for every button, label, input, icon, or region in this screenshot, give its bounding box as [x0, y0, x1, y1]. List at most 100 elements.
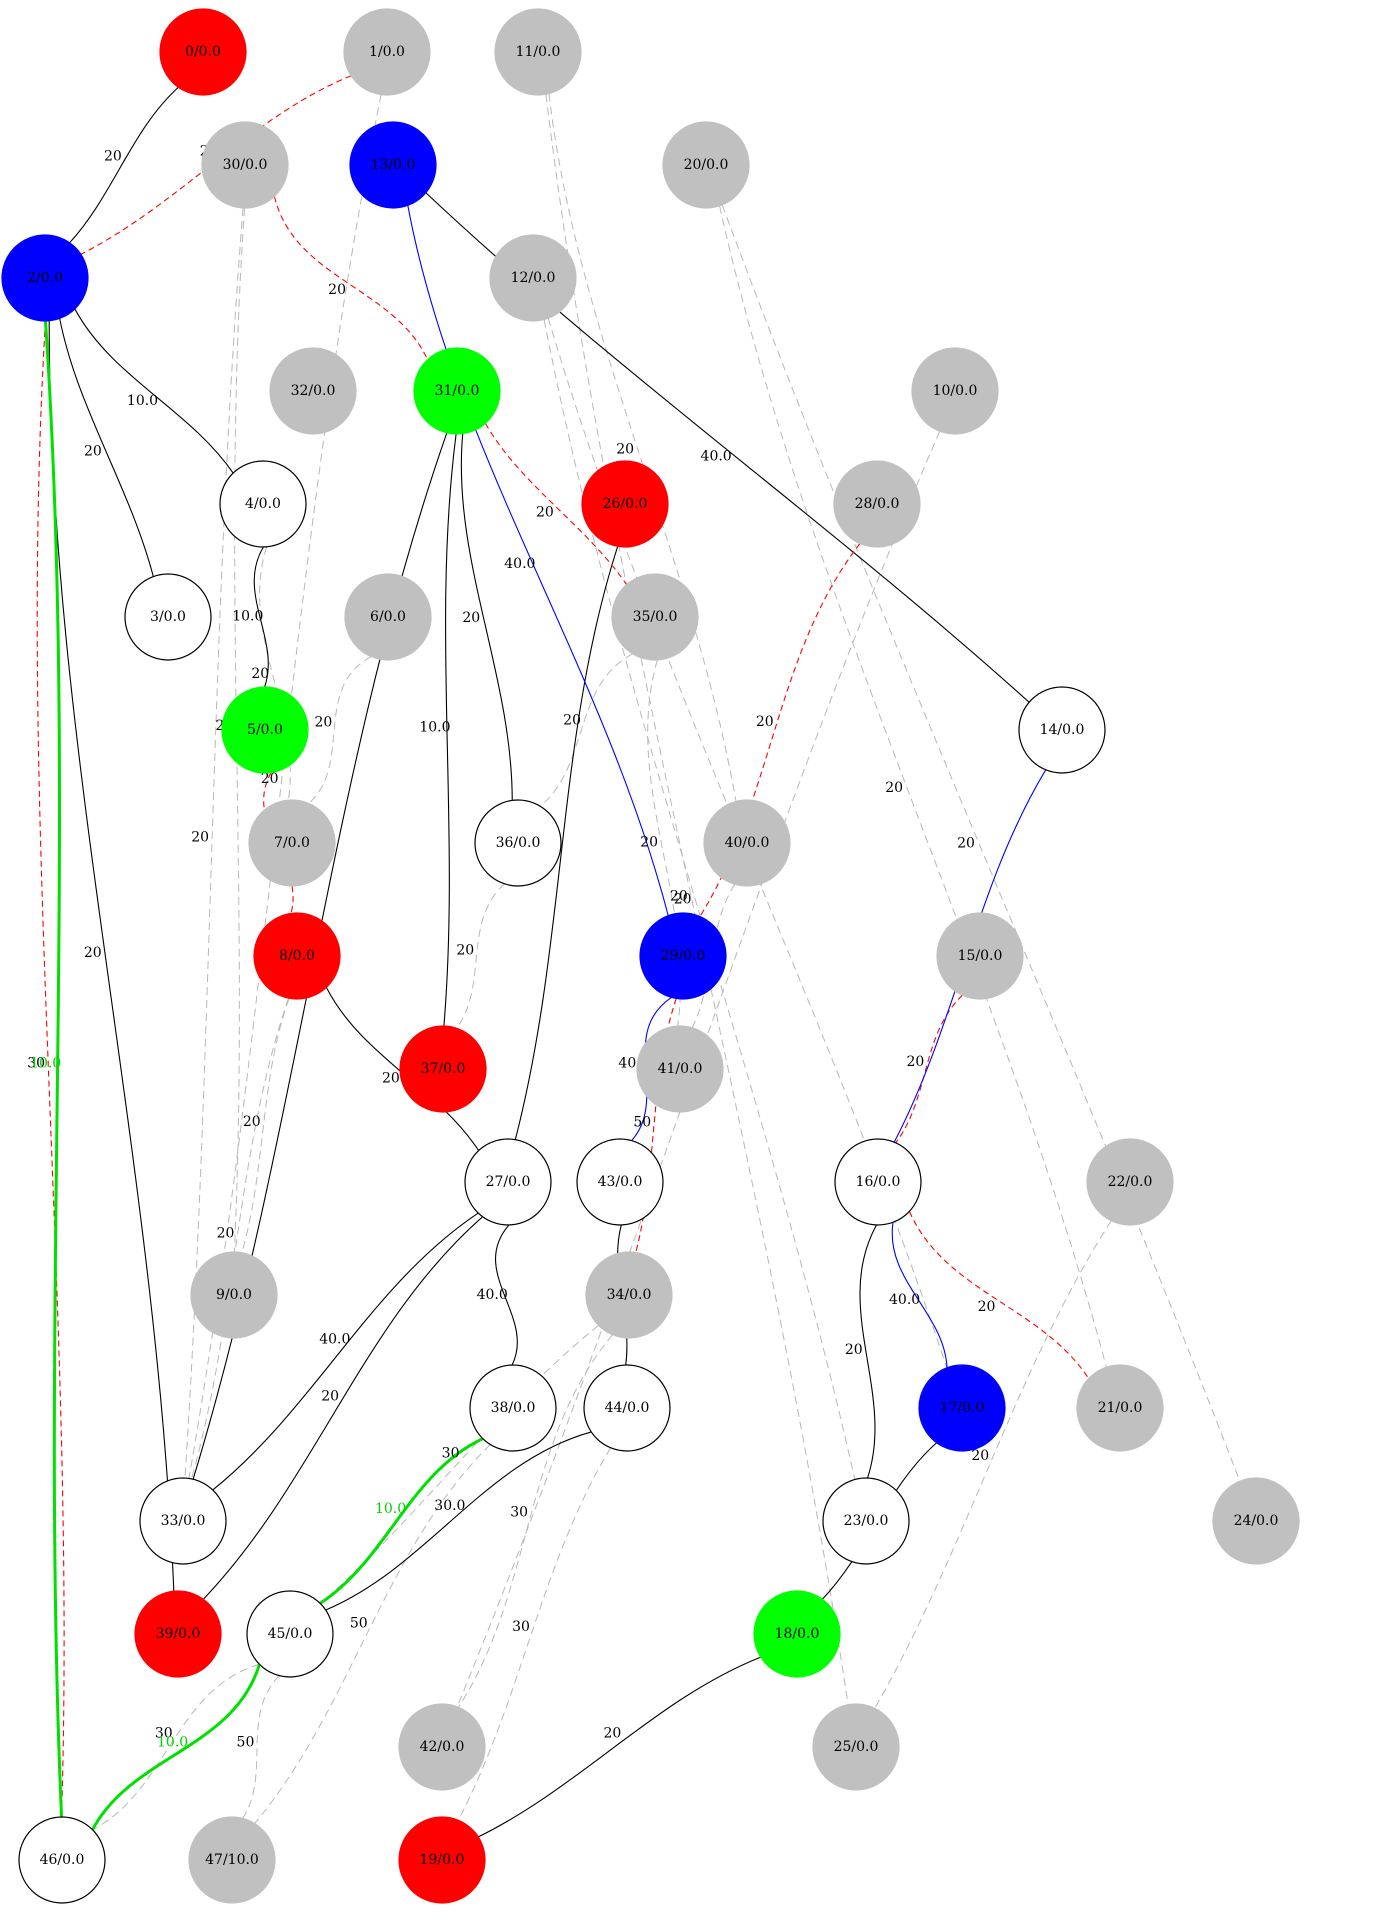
node-circle-47: [188, 1816, 276, 1904]
node-32[interactable]: 32/0.0: [269, 347, 357, 435]
edge-label-27-33: 40.0: [319, 1331, 350, 1347]
node-34[interactable]: 34/0.0: [585, 1251, 673, 1339]
node-8[interactable]: 8/0.0: [253, 912, 341, 1000]
node-circle-3: [124, 573, 212, 661]
node-circle-10: [911, 347, 999, 435]
node-20[interactable]: 20/0.0: [662, 121, 750, 209]
node-9[interactable]: 9/0.0: [190, 1251, 278, 1339]
edge-label-8-27: 20: [382, 1071, 400, 1087]
node-27[interactable]: 27/0.0: [464, 1138, 552, 1226]
node-label-40: 40/0.0: [725, 835, 770, 851]
edge-20-21: [719, 205, 1107, 1368]
node-circle-6: [344, 573, 432, 661]
node-6[interactable]: 6/0.0: [344, 573, 432, 661]
edge-label-4-5: 10.0: [232, 609, 263, 625]
node-25[interactable]: 25/0.0: [812, 1703, 900, 1791]
edge-2-4: [74, 308, 234, 474]
node-29[interactable]: 29/0.0: [639, 912, 727, 1000]
node-23[interactable]: 23/0.0: [822, 1477, 910, 1565]
edge-label-8-33: 20: [217, 1226, 235, 1242]
node-18[interactable]: 18/0.0: [753, 1590, 841, 1678]
node-circle-13: [349, 121, 437, 209]
node-28[interactable]: 28/0.0: [833, 460, 921, 548]
edge-34-42: [458, 1334, 613, 1708]
node-37[interactable]: 37/0.0: [399, 1025, 487, 1113]
node-label-0: 0/0.0: [185, 44, 221, 60]
node-41[interactable]: 41/0.0: [636, 1025, 724, 1113]
edge-8-9: [241, 998, 290, 1253]
edge-label-11-40: 20: [616, 441, 634, 457]
node-4[interactable]: 4/0.0: [219, 460, 307, 548]
node-label-30: 30/0.0: [223, 157, 268, 173]
edge-31-36: [460, 433, 513, 801]
node-26[interactable]: 26/0.0: [581, 460, 669, 548]
node-circle-44: [583, 1364, 671, 1452]
node-15[interactable]: 15/0.0: [936, 912, 1024, 1000]
edge-label-20-24: 20: [957, 836, 975, 852]
edge-label-20-21: 20: [885, 780, 903, 796]
node-circle-39: [134, 1590, 222, 1678]
nodes-layer: 0/0.0 1/0.0 11/0.0 30/0.0 13/0.0 20/0.0 2/0.0 1…: [1, 8, 1300, 1904]
node-44[interactable]: 44/0.0: [583, 1364, 671, 1452]
node-46[interactable]: 46/0.0: [18, 1816, 106, 1904]
node-circle-41: [636, 1025, 724, 1113]
node-label-39: 39/0.0: [156, 1626, 201, 1642]
node-3[interactable]: 3/0.0: [124, 573, 212, 661]
edge-label-44-45: 30.0: [434, 1498, 465, 1514]
node-circle-45: [246, 1590, 334, 1678]
node-circle-29: [639, 912, 727, 1000]
node-30[interactable]: 30/0.0: [201, 121, 289, 209]
node-22[interactable]: 22/0.0: [1086, 1138, 1174, 1226]
edge-45-47: [242, 1675, 280, 1819]
node-label-31: 31/0.0: [435, 383, 480, 399]
node-1[interactable]: 1/0.0: [343, 8, 431, 96]
node-35[interactable]: 35/0.0: [611, 573, 699, 661]
node-24[interactable]: 24/0.0: [1212, 1477, 1300, 1565]
node-19[interactable]: 19/0.0: [398, 1816, 486, 1904]
node-circle-14: [1018, 686, 1106, 774]
node-14[interactable]: 14/0.0: [1018, 686, 1106, 774]
node-label-29: 29/0.0: [661, 948, 706, 964]
node-circle-11: [494, 8, 582, 96]
edge-label-34-45: 30: [442, 1445, 460, 1461]
node-12[interactable]: 12/0.0: [489, 234, 577, 322]
node-label-41: 41/0.0: [658, 1061, 703, 1077]
node-circle-8: [253, 912, 341, 1000]
edge-label-45-46: 30: [155, 1725, 173, 1741]
edge-label-22-25: 20: [971, 1448, 989, 1464]
node-label-5: 5/0.0: [247, 722, 283, 738]
node-36[interactable]: 36/0.0: [474, 799, 562, 887]
node-7[interactable]: 7/0.0: [248, 799, 336, 887]
edge-label-6-7: 20: [314, 714, 332, 730]
node-circle-28: [833, 460, 921, 548]
node-21[interactable]: 21/0.0: [1076, 1364, 1164, 1452]
node-2[interactable]: 2/0.0: [1, 234, 89, 322]
node-42[interactable]: 42/0.0: [398, 1703, 486, 1791]
edge-label-38-47: 50: [350, 1615, 368, 1631]
node-5[interactable]: 5/0.0: [221, 686, 309, 774]
node-label-2: 2/0.0: [27, 270, 63, 286]
node-0[interactable]: 0/0.0: [159, 8, 247, 96]
node-40[interactable]: 40/0.0: [703, 799, 791, 887]
edge-26-27: [514, 546, 619, 1140]
node-circle-22: [1086, 1138, 1174, 1226]
node-circle-18: [753, 1590, 841, 1678]
edge-label-8-9: 20: [243, 1114, 261, 1130]
edge-12-23: [543, 319, 856, 1480]
node-31[interactable]: 31/0.0: [413, 347, 501, 435]
node-13[interactable]: 13/0.0: [349, 121, 437, 209]
node-39[interactable]: 39/0.0: [134, 1590, 222, 1678]
node-11[interactable]: 11/0.0: [494, 8, 582, 96]
node-17[interactable]: 17/0.0: [918, 1364, 1006, 1452]
node-38[interactable]: 38/0.0: [469, 1364, 557, 1452]
node-47[interactable]: 47/10.0: [188, 1816, 276, 1904]
node-43[interactable]: 43/0.0: [576, 1138, 664, 1226]
node-16[interactable]: 16/0.0: [834, 1138, 922, 1226]
edge-label-2-39: 20: [84, 945, 102, 961]
node-33[interactable]: 33/0.0: [139, 1477, 227, 1565]
node-label-10: 10/0.0: [933, 383, 978, 399]
node-45[interactable]: 45/0.0: [246, 1590, 334, 1678]
node-10[interactable]: 10/0.0: [911, 347, 999, 435]
edge-2-39: [48, 320, 175, 1592]
edge-35-36: [539, 653, 633, 807]
